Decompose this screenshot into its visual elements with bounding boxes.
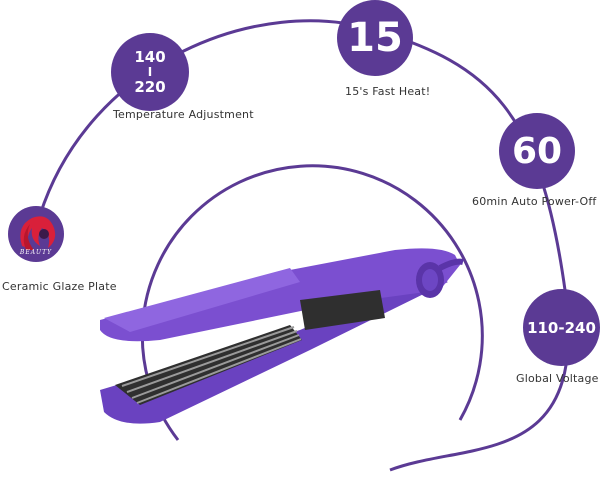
temperature-badge: 140 I 220: [111, 33, 189, 111]
temperature-label: Temperature Adjustment: [113, 108, 254, 121]
ceramic-plate-badge: BEAUTY: [8, 206, 64, 262]
global-voltage-label: Global Voltage: [516, 372, 599, 385]
temperature-min: 140: [134, 47, 166, 66]
plate-logo-text: BEAUTY: [19, 249, 53, 256]
fast-heat-badge: 15: [337, 0, 413, 76]
hair-logo-icon: [20, 216, 56, 250]
auto-power-off-label: 60min Auto Power-Off: [472, 195, 597, 208]
global-voltage-badge: 110-240: [523, 289, 600, 366]
temperature-separator: I: [147, 64, 153, 79]
temperature-max: 220: [134, 77, 166, 96]
auto-power-off-badge: 60: [499, 113, 575, 189]
ceramic-plate-label: Ceramic Glaze Plate: [2, 280, 117, 293]
crimper-iron-image: [100, 248, 464, 424]
fast-heat-label: 15's Fast Heat!: [345, 85, 431, 98]
